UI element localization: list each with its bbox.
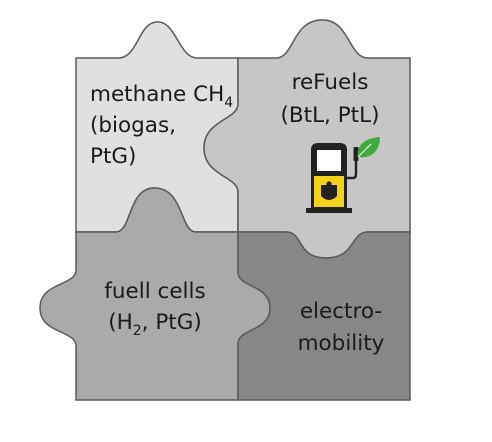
methane-label-line3: PtG): [90, 144, 136, 169]
electromobility-label-line1: electro-: [300, 299, 382, 324]
methane-label-line1: methane CH4: [90, 82, 233, 111]
fuel-pump-icon: [306, 143, 359, 213]
electromobility-label-line2: mobility: [298, 331, 385, 356]
refuels-label-line2: (BtL, PtL): [281, 103, 380, 128]
methane-subscript: 4: [224, 95, 233, 111]
fuelcells-label-line2: (H2, PtG): [108, 310, 202, 339]
refuels-label-line1: reFuels: [292, 70, 369, 95]
puzzle-piece-electromobility: [237, 231, 411, 401]
leaf-icon: [357, 137, 380, 158]
fuelcells-subscript: 2: [133, 323, 142, 339]
fuelcells-label-line1: fuell cells: [104, 279, 205, 304]
methane-label-line2: (biogas,: [90, 113, 176, 138]
